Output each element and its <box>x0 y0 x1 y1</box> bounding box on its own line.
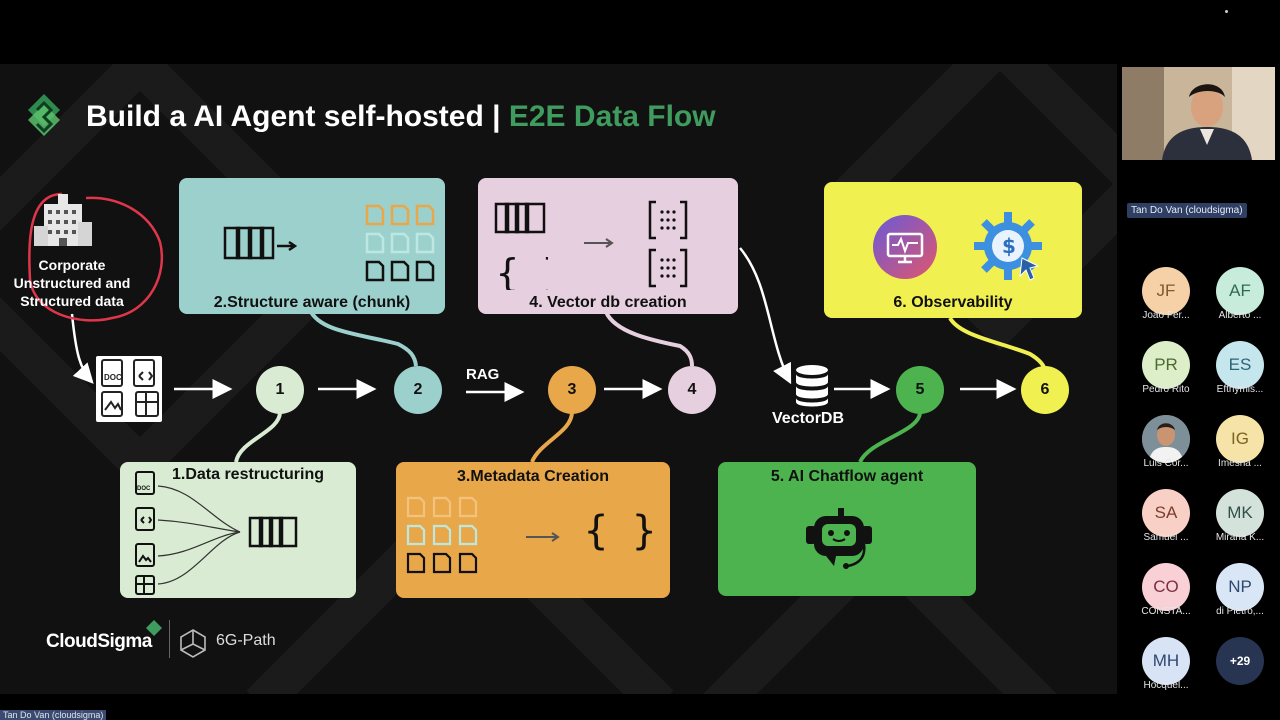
box-data-restructuring: DOC 1.Data restructuring <box>120 462 356 598</box>
participant-name: Hocquel... <box>1143 680 1189 691</box>
step-node-3: 3 <box>548 366 596 414</box>
status-dot <box>1225 10 1228 13</box>
chunked-files-icon <box>365 204 435 282</box>
box-metadata-creation: { } 3.Metadata Creation <box>396 462 670 598</box>
vector-embeddings-icon <box>648 200 688 288</box>
svg-text:DOC: DOC <box>137 486 151 492</box>
database-icon <box>796 365 828 407</box>
step-node-2: 2 <box>394 366 442 414</box>
rag-label: RAG <box>466 366 500 383</box>
svg-text:{ }: { } <box>496 251 548 290</box>
box-vector-db-label: 4. Vector db creation <box>529 294 687 311</box>
slide-title: Build a AI Agent self-hosted | E2E Data … <box>86 100 716 133</box>
step-node-6: 6 <box>1021 366 1069 414</box>
arrow-icon <box>526 532 560 542</box>
corporate-data-label: Corporate Unstructured and Structured da… <box>13 257 131 309</box>
participant-name: di Pietro,... <box>1216 606 1264 617</box>
cloudsigma-mark-icon <box>146 620 162 636</box>
participant-avatar[interactable]: ES <box>1216 341 1264 389</box>
host-name-chip: Tan Do Van (cloudsigma) <box>1127 203 1247 218</box>
participant-avatar[interactable]: MK <box>1216 489 1264 537</box>
svg-text:$: $ <box>1002 234 1016 258</box>
participant-name: Luis Cor... <box>1143 458 1189 469</box>
participant-avatar[interactable]: SA <box>1142 489 1190 537</box>
step-node-4: 4 <box>668 366 716 414</box>
box-metadata-creation-label: 3.Metadata Creation <box>456 468 610 485</box>
participant-avatar[interactable]: MH <box>1142 637 1190 685</box>
step-node-5: 5 <box>896 366 944 414</box>
box-vector-db: { } 4. Vector db creation <box>478 178 738 314</box>
box-ai-chatflow: 5. AI Chatflow agent <box>718 462 976 596</box>
flow-connectors <box>28 192 1047 464</box>
box-structure-aware: 2.Structure aware (chunk) <box>179 178 445 314</box>
logo-divider <box>169 620 170 658</box>
participant-name: Efthymis... <box>1216 384 1264 395</box>
vectordb-label: VectorDB <box>772 410 845 427</box>
metadata-files-icon <box>406 496 478 574</box>
building-icon <box>34 194 92 246</box>
step-node-1: 1 <box>256 366 304 414</box>
json-braces-icon: { } <box>584 508 657 554</box>
cloudsigma-logo-icon <box>28 94 60 136</box>
sixg-path-logo: 6G-Path <box>216 632 276 649</box>
box-data-restructuring-label: 1.Data restructuring <box>171 466 325 483</box>
participant-avatar[interactable]: AF <box>1216 267 1264 315</box>
host-video-tile[interactable] <box>1122 67 1275 160</box>
participant-photo-avatar[interactable] <box>1142 415 1190 463</box>
restructuring-icon: DOC <box>135 471 298 595</box>
chunk-docs-icon <box>223 226 297 260</box>
sixg-path-icon <box>180 629 206 658</box>
participant-avatar[interactable]: JF <box>1142 267 1190 315</box>
participant-avatar[interactable]: IG <box>1216 415 1264 463</box>
participants-panel: Tan Do Van (cloudsigma) JF Joao Fer... A… <box>1117 0 1280 720</box>
monitor-icon <box>873 215 937 279</box>
arrow-icon <box>584 238 614 248</box>
box-observability: $ 6. Observability <box>824 182 1082 318</box>
participant-name: Samuel ... <box>1143 532 1189 543</box>
participant-name: CONSTA... <box>1141 606 1191 617</box>
svg-text:DOC: DOC <box>104 373 122 382</box>
speaker-name-chip: Tan Do Van (cloudsigma) <box>0 710 107 720</box>
presentation-slide: Build a AI Agent self-hosted | E2E Data … <box>0 64 1117 694</box>
more-participants-button[interactable]: +29 <box>1216 637 1264 685</box>
participant-name: Imesha ... <box>1218 458 1262 469</box>
participant-avatar[interactable]: CO <box>1142 563 1190 611</box>
box-ai-chatflow-label: 5. AI Chatflow agent <box>770 468 924 485</box>
docs-json-icon: { } <box>494 202 548 290</box>
participant-avatar[interactable]: NP <box>1216 563 1264 611</box>
participant-name: Mirana K... <box>1215 532 1265 543</box>
chatbot-icon <box>806 508 872 569</box>
box-observability-label: 6. Observability <box>893 294 1013 311</box>
participant-name: Pedro Rito <box>1142 384 1190 395</box>
participant-name: Joao Fer... <box>1142 310 1190 321</box>
cloudsigma-logo: CloudSigma <box>46 631 152 652</box>
cost-gear-icon: $ <box>974 212 1042 281</box>
participant-name: Alberto ... <box>1218 310 1262 321</box>
file-types-card: DOC <box>96 356 162 422</box>
participant-avatar[interactable]: PR <box>1142 341 1190 389</box>
box-structure-aware-label: 2.Structure aware (chunk) <box>213 294 411 311</box>
